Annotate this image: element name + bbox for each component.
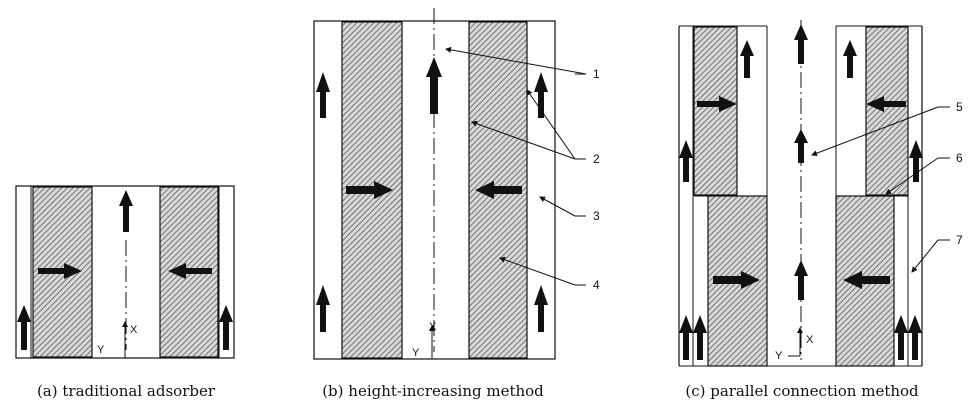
- panel-b-arrow-up-left-bottom: [316, 285, 330, 332]
- panel-a-axis-y-label: Y: [97, 344, 105, 356]
- panel-c-arrow-up-left-gap-upper: [679, 140, 693, 182]
- panel-c-axis-y-label: Y: [775, 350, 783, 362]
- panel-b-leader-2b: [526, 89, 576, 160]
- panel-c-arrow-left-lower: [843, 271, 890, 289]
- panel-b-leader-1: [445, 46, 587, 75]
- panel-c-arrow-right-lower: [713, 271, 760, 289]
- panel-c-arrow-up-center-1: [794, 24, 808, 64]
- panel-a-axis-x-label: X: [130, 324, 138, 336]
- panel-c-arrow-up-right-inner: [894, 315, 908, 360]
- panel-a-arrow-right: [38, 263, 82, 279]
- panel-c-label-7: 7: [956, 233, 963, 247]
- panel-c-parallel-connection: X Y 5 6 7 (c) parallel connection method: [678, 20, 963, 400]
- panel-c-arrow-up-upper-right: [843, 40, 857, 78]
- panel-c-leader-5: [811, 106, 939, 157]
- panel-b-label-2: 2: [593, 152, 600, 166]
- panel-c-arrow-up-left-outer: [679, 315, 693, 360]
- panel-c-arrow-up-right-outer: [908, 315, 922, 360]
- panel-b-leader-2a: [471, 120, 576, 160]
- panel-b-arrow-up-right-bottom: [534, 285, 548, 332]
- panel-c-arrow-left-upper: [866, 96, 906, 112]
- panel-c-caption: (c) parallel connection method: [685, 382, 919, 400]
- panel-a-arrow-up-left-gap: [17, 305, 31, 350]
- panel-b-axis-x-label: X: [429, 321, 437, 333]
- panel-c-upper-bed-right: [865, 26, 909, 196]
- panel-a-arrow-up-center: [119, 190, 133, 232]
- panel-c-label-6: 6: [956, 151, 963, 165]
- panel-b-height-increasing: X Y 1 2 3 4 (b) height-increasing method: [313, 8, 600, 400]
- panel-c-arrow-up-right-gap-upper: [909, 140, 923, 182]
- panel-b-label-4: 4: [593, 278, 600, 292]
- panel-c-axis-x-label: X: [806, 334, 814, 346]
- panel-b-leader-4: [499, 256, 576, 286]
- panel-c-arrow-up-left-inner: [693, 315, 707, 360]
- panel-c-arrow-up-center-3: [794, 260, 808, 300]
- panel-b-caption: (b) height-increasing method: [322, 382, 544, 400]
- panel-c-arrow-up-center-2: [794, 129, 808, 163]
- panel-b-arrow-left: [475, 181, 522, 199]
- panel-c-label-5: 5: [956, 100, 963, 114]
- panel-a-caption: (a) traditional adsorber: [37, 382, 216, 400]
- panel-c-arrow-right-upper: [697, 96, 737, 112]
- panel-b-axis-y-label: Y: [412, 347, 420, 359]
- panel-b-label-1: 1: [593, 67, 600, 81]
- panel-b-arrow-up-left-top: [316, 72, 330, 118]
- panel-b-leader-3: [539, 196, 576, 217]
- panel-b-label-3: 3: [593, 209, 600, 223]
- panel-b-arrow-right: [346, 181, 393, 199]
- panel-b-arrow-up-right-top: [534, 72, 548, 118]
- panel-a-arrow-up-right-gap: [219, 305, 233, 350]
- panel-b-arrow-up-center: [426, 57, 442, 114]
- panel-c-leader-6: [885, 157, 939, 195]
- panel-a-arrow-left: [168, 263, 212, 279]
- panel-c-leader-7: [911, 239, 939, 273]
- panel-c-upper-bed-left: [693, 26, 738, 196]
- panel-c-arrow-up-upper-left: [740, 40, 754, 78]
- panel-a-traditional-adsorber: X Y (a) traditional adsorber: [15, 185, 235, 400]
